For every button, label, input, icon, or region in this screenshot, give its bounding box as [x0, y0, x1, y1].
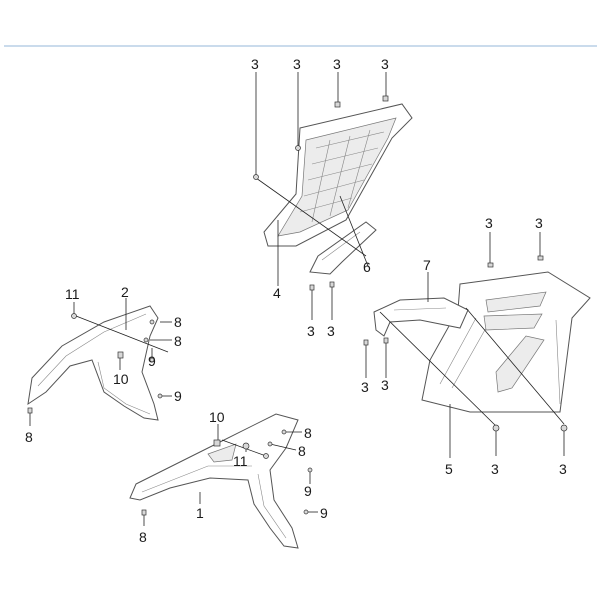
callout-8: 8 — [139, 529, 147, 545]
callout-8: 8 — [174, 333, 182, 349]
callout-10: 10 — [209, 409, 225, 425]
callout-9: 9 — [304, 483, 312, 499]
part-4-grille-panel — [263, 103, 413, 247]
callout-2: 2 — [121, 284, 129, 300]
callout-3: 3 — [333, 56, 341, 72]
callout-5: 5 — [445, 461, 453, 477]
callout-9: 9 — [148, 353, 156, 369]
callout-3: 3 — [307, 323, 315, 339]
part-2-left-fender — [27, 305, 159, 421]
callout-labels: 3 3 3 3 4 6 3 3 3 3 7 3 3 5 3 3 11 2 8 8… — [25, 56, 567, 545]
callout-4: 4 — [273, 285, 281, 301]
callout-11: 11 — [65, 286, 80, 302]
callout-1: 1 — [196, 505, 204, 521]
callout-10: 10 — [113, 371, 129, 387]
callout-3: 3 — [535, 215, 543, 231]
callout-8: 8 — [298, 443, 306, 459]
callout-3: 3 — [381, 56, 389, 72]
callout-3: 3 — [491, 461, 499, 477]
callout-9: 9 — [174, 388, 182, 404]
part-6-bracket — [309, 221, 377, 275]
callout-3: 3 — [381, 377, 389, 393]
part-7-arm-panel — [373, 297, 469, 337]
callout-3: 3 — [293, 56, 301, 72]
leader-lines — [29, 72, 565, 526]
callout-3: 3 — [485, 215, 493, 231]
callout-9: 9 — [320, 505, 328, 521]
callout-3: 3 — [251, 56, 259, 72]
callout-3: 3 — [559, 461, 567, 477]
callout-3: 3 — [361, 379, 369, 395]
fasteners — [27, 95, 568, 516]
callout-11: 11 — [233, 453, 248, 469]
callout-8: 8 — [25, 429, 33, 445]
callout-8: 8 — [174, 314, 182, 330]
part-5-side-panel — [421, 271, 591, 413]
part-1-front-fender — [129, 413, 299, 549]
callout-8: 8 — [304, 425, 312, 441]
callout-6: 6 — [363, 259, 371, 275]
callout-3: 3 — [327, 323, 335, 339]
callout-7: 7 — [423, 257, 431, 273]
